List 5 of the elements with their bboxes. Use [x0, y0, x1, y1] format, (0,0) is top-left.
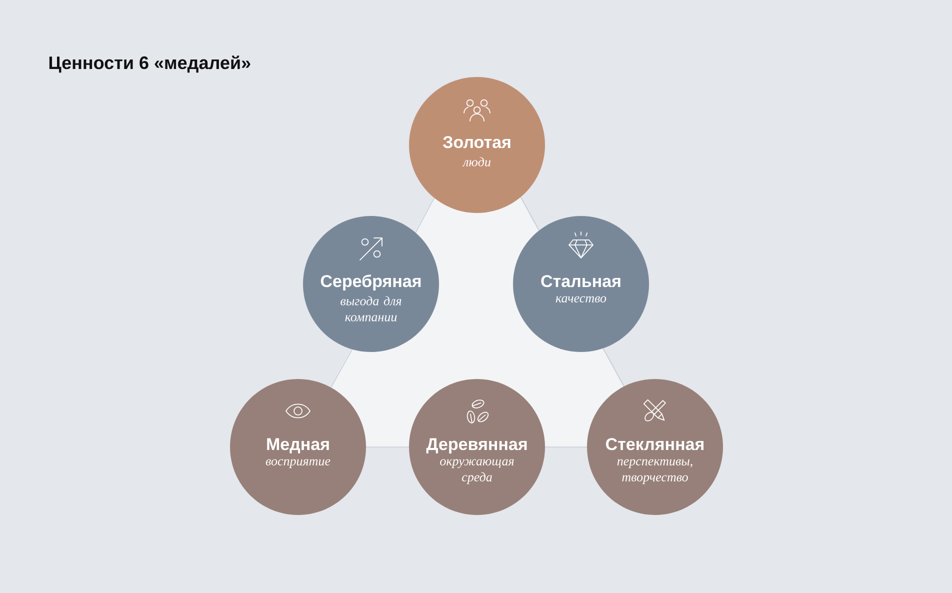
diagram-title: Ценности 6 «медалей» — [49, 56, 250, 73]
connector-line — [520, 196, 540, 231]
connector-line — [330, 348, 353, 388]
connector-line — [602, 348, 625, 387]
connector-line — [415, 197, 435, 234]
